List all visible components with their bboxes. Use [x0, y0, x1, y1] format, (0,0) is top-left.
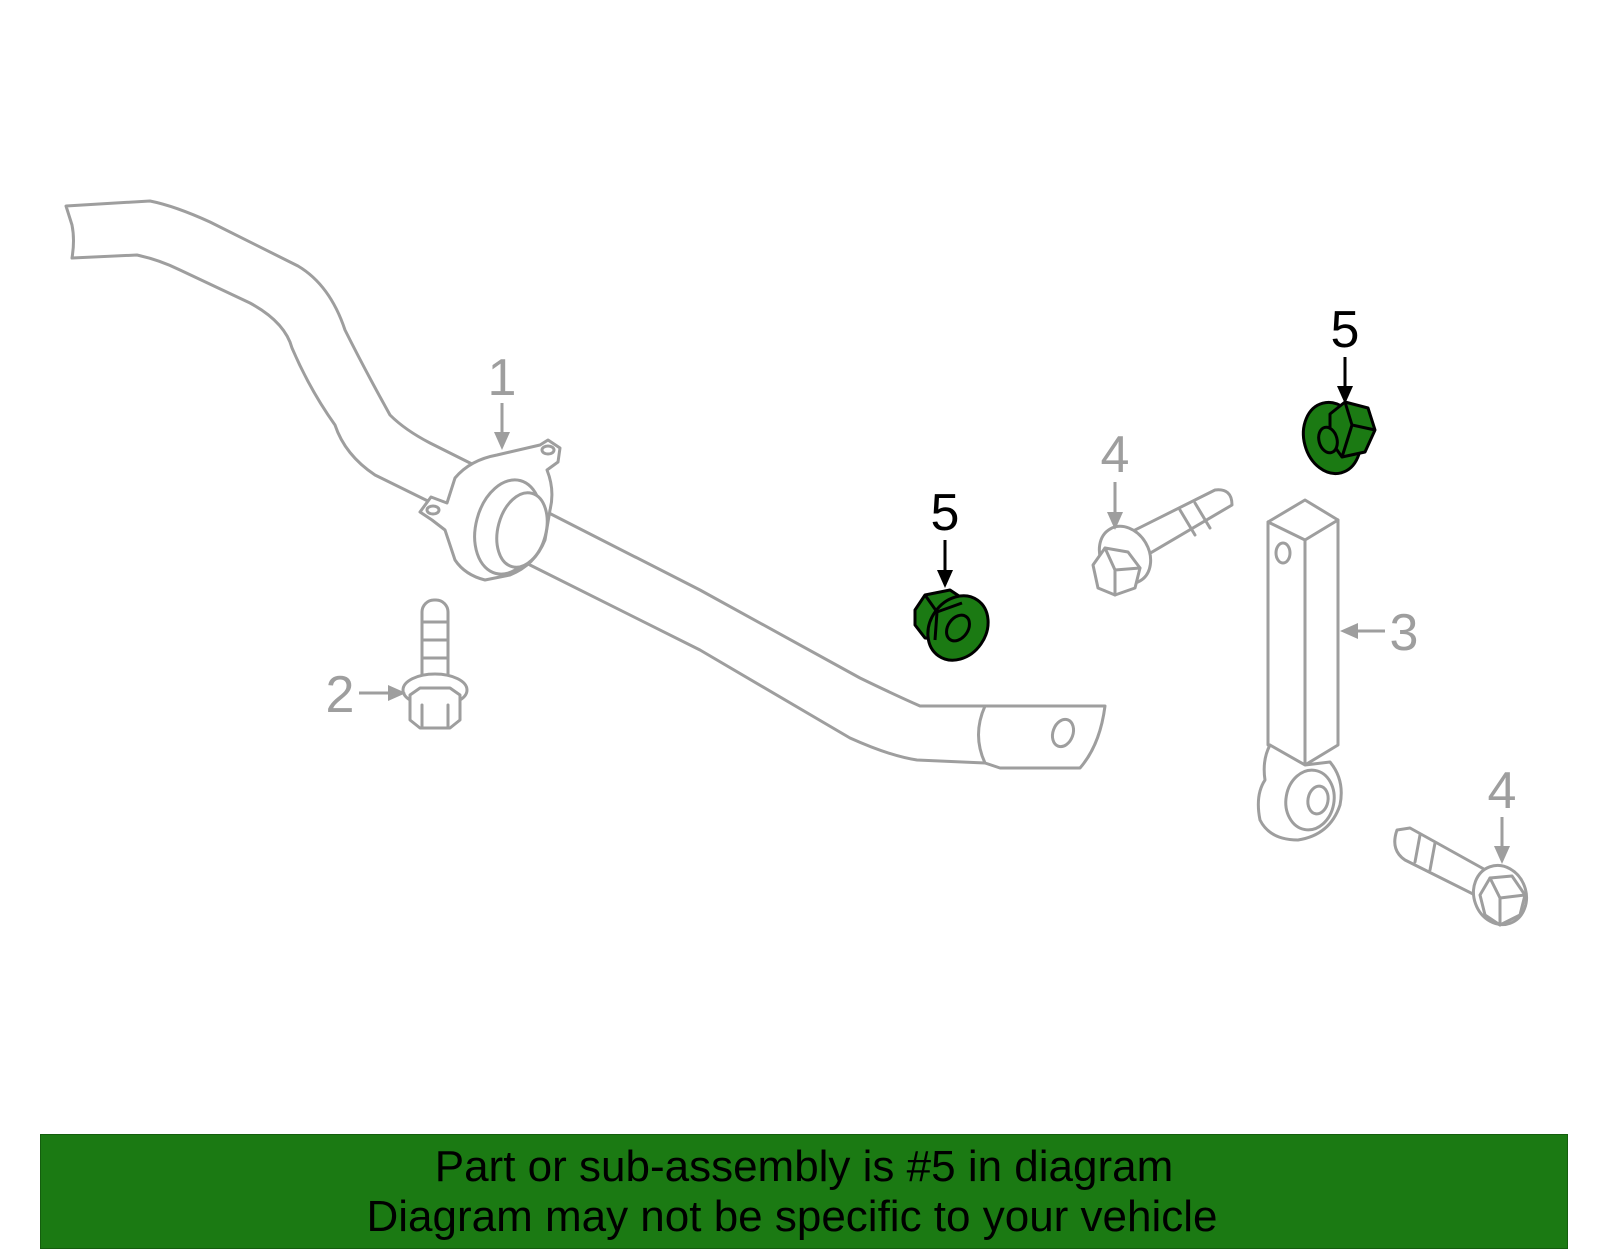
callout-5b-label: 5	[1331, 301, 1360, 359]
callout-4b-label: 4	[1488, 762, 1517, 820]
nut-highlighted-center[interactable]	[913, 584, 1000, 672]
info-banner: Part or sub-assembly is #5 in diagram Di…	[40, 1134, 1568, 1249]
callout-3-label: 3	[1390, 604, 1419, 662]
callout-4-upper: 4	[1101, 426, 1130, 530]
callout-4a-label: 4	[1101, 426, 1130, 484]
banner-line-2: Diagram may not be specific to your vehi…	[366, 1191, 1218, 1241]
callout-2: 2	[326, 666, 406, 724]
callout-1: 1	[488, 349, 517, 450]
bar-bushing[interactable]	[418, 438, 562, 582]
callout-5-center: 5	[931, 484, 960, 588]
link-bolt-upper[interactable]	[1089, 488, 1234, 597]
link-bolt-lower[interactable]	[1393, 826, 1535, 932]
callout-5-right: 5	[1331, 301, 1360, 404]
mounting-bolt[interactable]	[401, 598, 469, 730]
banner-line-1: Part or sub-assembly is #5 in diagram	[434, 1141, 1174, 1191]
callout-2-label: 2	[326, 666, 355, 724]
callout-1-label: 1	[488, 349, 517, 407]
callout-3: 3	[1340, 604, 1418, 662]
stabilizer-bar[interactable]	[64, 199, 1107, 770]
stabilizer-link[interactable]	[1256, 498, 1343, 842]
nut-highlighted-right[interactable]	[1296, 396, 1377, 480]
callout-4-lower: 4	[1488, 762, 1517, 864]
callout-5a-label: 5	[931, 484, 960, 542]
